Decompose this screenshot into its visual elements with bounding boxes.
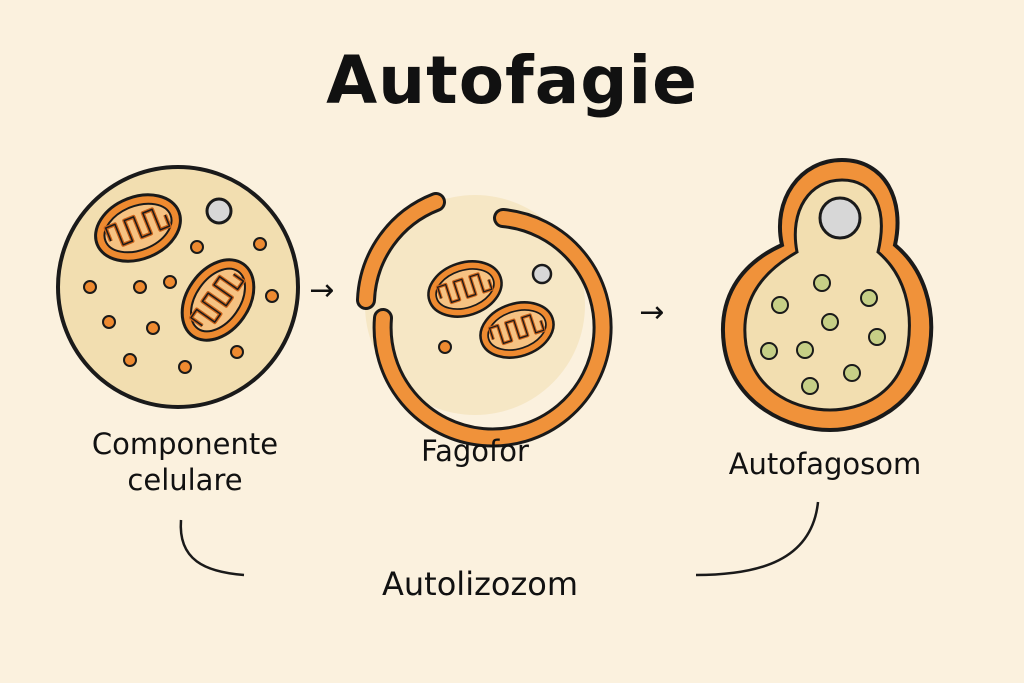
cellular-components-cell [56, 165, 300, 409]
page-title: Autofagie [326, 42, 698, 119]
green-granules [760, 274, 886, 395]
arrow-2: → [639, 295, 664, 330]
label-autophagosome: Autofagosom [728, 447, 922, 481]
phagophore [356, 192, 613, 448]
granule [438, 340, 452, 354]
vesicle [818, 196, 862, 240]
right-connector [695, 501, 820, 577]
label-autolysosome: Autolizozom [382, 565, 578, 603]
vesicle [205, 197, 233, 225]
granules [83, 237, 279, 374]
left-connector [179, 519, 245, 577]
arrow-1: → [309, 273, 334, 308]
autophagosome [721, 157, 934, 433]
label-line-1: Componente [91, 427, 279, 461]
label-cellular-components: Componente celulare [55, 426, 315, 498]
label-line-2: celulare [127, 463, 243, 497]
label-phagophore: Fagofor [421, 434, 529, 468]
vesicle [531, 263, 553, 285]
